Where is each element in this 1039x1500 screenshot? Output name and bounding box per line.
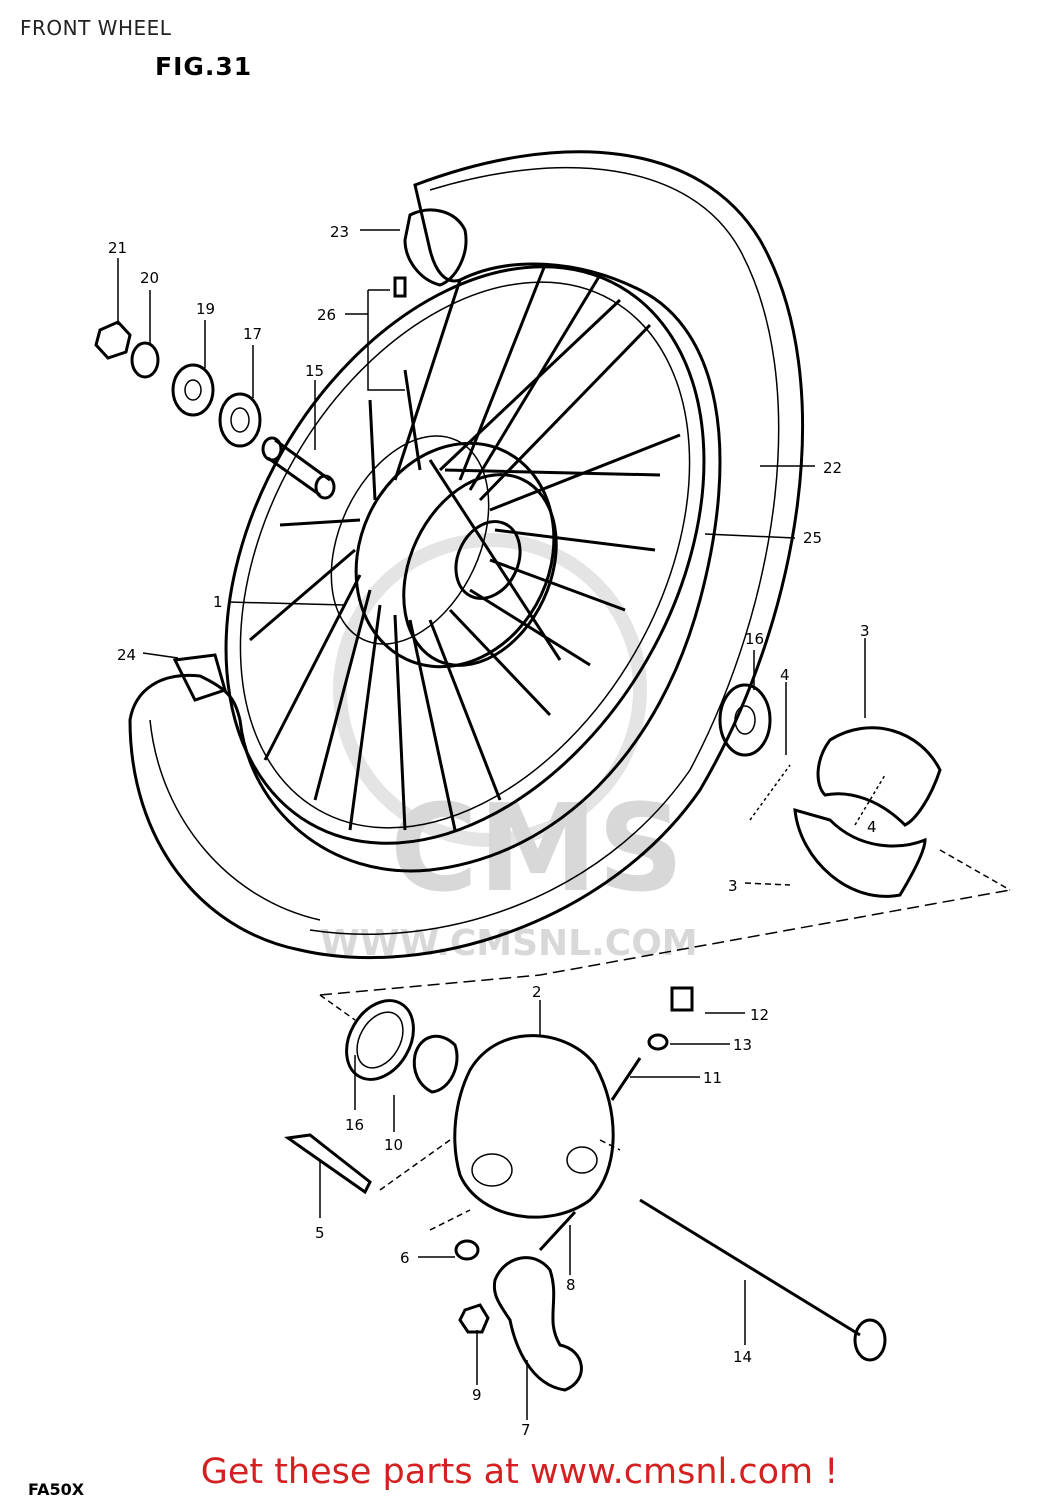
washer-part-13 <box>647 1033 669 1051</box>
callout-15: 15 <box>305 362 324 380</box>
model-code: FA50X <box>28 1480 85 1499</box>
callout-17: 17 <box>243 325 262 343</box>
callout-5: 5 <box>315 1224 325 1242</box>
get-parts-link[interactable]: Get these parts at www.cmsnl.com ! <box>200 1452 839 1492</box>
rim-band-part-23 <box>403 208 468 287</box>
callout-14: 14 <box>733 1348 752 1366</box>
brake-panel-part-2 <box>453 1034 615 1219</box>
watermark-logo-text: CMS <box>390 780 684 919</box>
callout-1: 1 <box>213 593 223 611</box>
axle-part-14 <box>639 1198 887 1362</box>
callout-23: 23 <box>330 223 349 241</box>
gear-part-10 <box>412 1034 459 1094</box>
lever-part-7 <box>492 1256 583 1392</box>
tire <box>128 150 805 960</box>
bolt-part-8 <box>538 1210 577 1252</box>
nut-part-9 <box>458 1303 490 1334</box>
spring-part-4 <box>749 764 886 826</box>
callout-6: 6 <box>400 1249 410 1267</box>
collar-part-19 <box>171 363 215 417</box>
callout-19: 19 <box>196 300 215 318</box>
callout-4-right: 4 <box>867 818 877 836</box>
callout-10: 10 <box>384 1136 403 1154</box>
cmsnl-watermark: CMS WWW.CMSNL.COM <box>320 533 698 964</box>
brake-shoe-part-3 <box>793 726 942 898</box>
page-title: FRONT WHEEL <box>20 16 172 40</box>
callout-7: 7 <box>521 1421 531 1439</box>
bearing-part-17 <box>218 392 262 448</box>
callout-3-upper: 3 <box>860 622 870 640</box>
callout-4-left: 4 <box>780 666 790 684</box>
callout-22: 22 <box>823 459 842 477</box>
callout-labels: 21 20 19 17 15 23 26 22 25 1 24 16 4 3 4… <box>108 223 877 1439</box>
camshaft-part-5 <box>284 1133 372 1195</box>
callout-2: 2 <box>532 983 542 1001</box>
oil-seal-part-16 <box>345 999 415 1081</box>
figure-label: FIG.31 <box>155 52 253 81</box>
hub <box>330 435 558 669</box>
callout-24: 24 <box>117 646 136 664</box>
callout-9: 9 <box>472 1386 482 1404</box>
nut-part-21 <box>94 320 132 360</box>
bolt-part-11 <box>610 1057 642 1101</box>
tire-clip-part-24 <box>172 653 227 702</box>
seal-part-16-upper <box>718 683 772 757</box>
nipple-part-26 <box>393 276 407 298</box>
callout-3-lower: 3 <box>728 877 738 895</box>
callout-21: 21 <box>108 239 127 257</box>
callout-13: 13 <box>733 1036 752 1054</box>
callout-12: 12 <box>750 1006 769 1024</box>
callout-11: 11 <box>703 1069 722 1087</box>
leader-lines <box>117 229 866 1420</box>
grease-nipple-part-12 <box>670 986 694 1012</box>
callout-25: 25 <box>803 529 822 547</box>
assembly-lines <box>319 849 1011 1231</box>
callout-20: 20 <box>140 269 159 287</box>
callout-16-lower: 16 <box>345 1116 364 1134</box>
washer-part-20 <box>130 341 160 379</box>
washer-part-6 <box>454 1239 480 1261</box>
callout-8: 8 <box>566 1276 576 1294</box>
spacer-part-15 <box>261 436 336 500</box>
callout-16-upper: 16 <box>745 630 764 648</box>
rim <box>224 265 706 845</box>
spokes <box>249 264 681 831</box>
callout-26: 26 <box>317 306 336 324</box>
